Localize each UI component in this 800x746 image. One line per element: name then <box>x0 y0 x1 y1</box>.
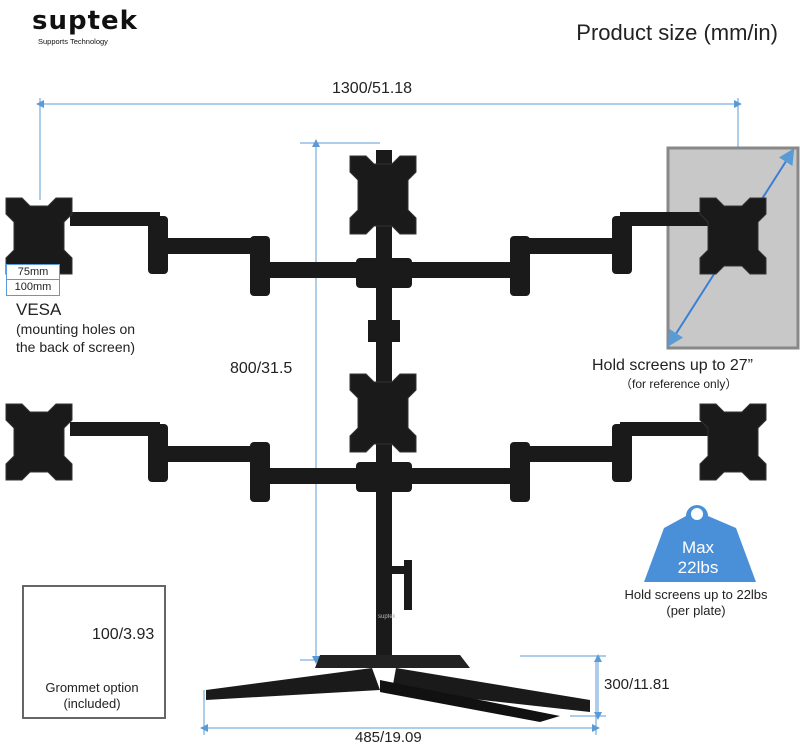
base-width-dimension: 485/19.09 <box>355 729 422 746</box>
weight-note: Hold screens up to 22lbs (per plate) <box>600 587 792 619</box>
arms-top <box>70 212 710 296</box>
weight-badge-icon <box>644 505 756 582</box>
weight-badge-line2: 22lbs <box>677 558 719 577</box>
grommet-dimension: 100/3.93 <box>92 626 155 643</box>
arms-bottom <box>70 422 710 502</box>
brand-tagline: Supports Technology <box>38 37 108 46</box>
vesa-desc-line2: the back of screen) <box>16 339 136 355</box>
weight-badge-text: Max 22lbs <box>668 538 728 578</box>
grommet-label-line2: (included) <box>63 696 121 711</box>
screen-size-subnote: （for reference only） <box>620 377 738 391</box>
grommet-label-line1: Grommet option <box>45 680 139 695</box>
height-dimension: 800/31.5 <box>230 360 293 377</box>
grommet-label: Grommet option (included) <box>30 680 154 712</box>
dimension-lines <box>36 98 742 735</box>
base-plate <box>315 655 470 668</box>
base-foot-right <box>392 668 590 712</box>
screen-size-note: Hold screens up to 27” <box>592 357 753 374</box>
grommet-option-box <box>22 585 166 719</box>
lock-lever <box>404 560 412 610</box>
vesa-size-box: 75mm 100mm <box>6 264 60 296</box>
vesa-size-75: 75mm <box>7 265 59 280</box>
weight-badge-line1: Max <box>681 538 715 557</box>
base-height-dimension: 300/11.81 <box>604 676 670 693</box>
vesa-desc-line1: (mounting holes on <box>16 321 136 337</box>
vesa-size-100: 100mm <box>14 281 52 293</box>
weight-note-line2: (per plate) <box>666 603 726 618</box>
base-foot-left <box>206 668 380 700</box>
vesa-label: VESA <box>16 300 62 319</box>
pole-brand: suptek <box>378 614 396 620</box>
page-title: Product size (mm/in) <box>576 20 778 45</box>
width-dimension: 1300/51.18 <box>332 80 413 97</box>
vesa-plates <box>5 155 767 481</box>
brand-logo: suptek <box>32 6 138 36</box>
weight-note-line1: Hold screens up to 22lbs <box>624 587 768 602</box>
